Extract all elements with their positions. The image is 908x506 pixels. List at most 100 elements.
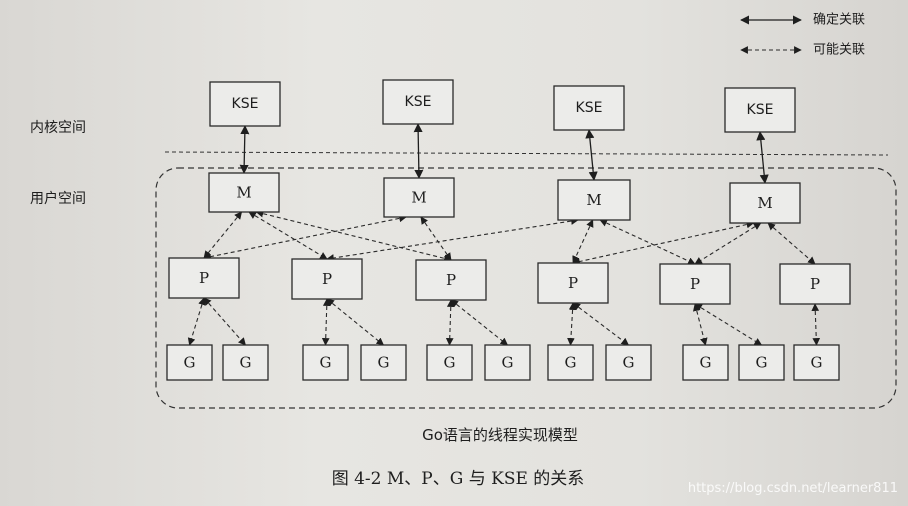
kse-m-link-4 — [756, 131, 769, 184]
p-g-link-4 — [326, 298, 385, 346]
g-node-3: G — [302, 344, 349, 381]
g-label: G — [565, 354, 577, 372]
p-label: P — [690, 275, 700, 293]
kse-label: KSE — [747, 102, 774, 118]
p-g-link-3 — [321, 298, 331, 346]
m-p-link-11 — [767, 222, 816, 265]
p-box — [168, 257, 240, 299]
g-box — [302, 344, 349, 381]
g-label: G — [240, 354, 252, 372]
g-box — [484, 344, 531, 381]
m-p-link-7 — [572, 219, 594, 264]
p-node-3: P — [415, 259, 487, 301]
g-node-4: G — [360, 344, 407, 381]
g-box — [166, 344, 213, 381]
m-box — [729, 182, 801, 224]
g-label: G — [811, 354, 823, 372]
p-g-link-9 — [692, 303, 708, 346]
m-label: M — [411, 189, 426, 207]
g-box — [360, 344, 407, 381]
kse-node-3: KSE — [553, 85, 625, 131]
g-box — [426, 344, 473, 381]
p-label: P — [446, 271, 456, 289]
g-box — [738, 344, 785, 381]
diagram-caption: Go语言的线程实现模型 — [422, 426, 578, 444]
p-g-link-8 — [572, 302, 630, 346]
m-p-link-4 — [203, 214, 407, 261]
connection-layer — [187, 123, 821, 346]
p-g-link-5 — [445, 299, 455, 346]
g-label: G — [378, 354, 390, 372]
g-label: G — [444, 354, 456, 372]
m-box — [208, 172, 280, 213]
g-node-11: G — [793, 344, 840, 381]
legend: 确定关联 可能关联 — [740, 13, 865, 58]
p-label: P — [322, 270, 332, 288]
g-box — [222, 344, 269, 381]
g-node-2: G — [222, 344, 269, 381]
legend-possible-label: 可能关联 — [813, 43, 865, 58]
p-g-link-11 — [811, 303, 821, 346]
g-box — [682, 344, 729, 381]
g-label: G — [184, 354, 196, 372]
kse-box — [382, 79, 454, 125]
m-p-link-9 — [572, 220, 755, 266]
kse-box — [209, 81, 281, 127]
g-label: G — [700, 354, 712, 372]
g-node-9: G — [682, 344, 729, 381]
m-node-4: M — [729, 182, 801, 224]
p-g-link-6 — [450, 299, 509, 346]
p-box — [537, 262, 609, 304]
g-label: G — [502, 354, 514, 372]
user-space-label: 用户空间 — [30, 190, 86, 207]
kse-m-link-1 — [239, 125, 250, 174]
p-label: P — [199, 269, 209, 287]
m-box — [557, 179, 631, 221]
g-node-7: G — [547, 344, 594, 381]
g-box — [793, 344, 840, 381]
g-label: G — [756, 354, 768, 372]
p-box — [415, 259, 487, 301]
m-p-link-8 — [599, 219, 696, 265]
p-box — [291, 258, 363, 300]
p-node-1: P — [168, 257, 240, 299]
p-g-link-10 — [694, 303, 763, 346]
kse-m-link-2 — [413, 123, 424, 179]
p-node-4: P — [537, 262, 609, 304]
g-label: G — [320, 354, 332, 372]
kse-node-1: KSE — [209, 81, 281, 127]
g-label: G — [623, 354, 635, 372]
kse-label: KSE — [232, 96, 259, 112]
p-box — [779, 263, 851, 305]
figure-title: 图 4-2 M、P、G 与 KSE 的关系 — [332, 469, 585, 489]
p-node-2: P — [291, 258, 363, 300]
p-g-link-2 — [203, 297, 247, 346]
g-box — [547, 344, 594, 381]
g-node-10: G — [738, 344, 785, 381]
m-p-link-6 — [326, 217, 579, 262]
kse-m-link-3 — [585, 129, 598, 181]
kernel-user-divider — [164, 151, 889, 156]
kse-label: KSE — [405, 94, 432, 110]
kernel-space-label: 内核空间 — [30, 120, 86, 136]
p-g-link-1 — [187, 297, 206, 346]
m-p-link-10 — [694, 222, 762, 265]
m-label: M — [586, 191, 601, 209]
node-layer: KSE KSE KSE KSE M M M M P P P P P P G G G G G G G G G G G — [166, 79, 851, 381]
watermark: https://blog.csdn.net/learner811 — [688, 481, 898, 496]
m-node-2: M — [383, 177, 455, 218]
g-node-5: G — [426, 344, 473, 381]
g-node-6: G — [484, 344, 531, 381]
kse-node-4: KSE — [724, 87, 796, 133]
kse-label: KSE — [576, 100, 603, 116]
p-node-6: P — [779, 263, 851, 305]
kse-box — [553, 85, 625, 131]
m-label: M — [236, 184, 251, 202]
p-g-link-7 — [567, 302, 577, 346]
p-label: P — [568, 274, 578, 292]
g-box — [605, 344, 652, 381]
p-label: P — [810, 275, 820, 293]
m-p-link-5 — [420, 216, 452, 261]
m-label: M — [757, 194, 772, 212]
